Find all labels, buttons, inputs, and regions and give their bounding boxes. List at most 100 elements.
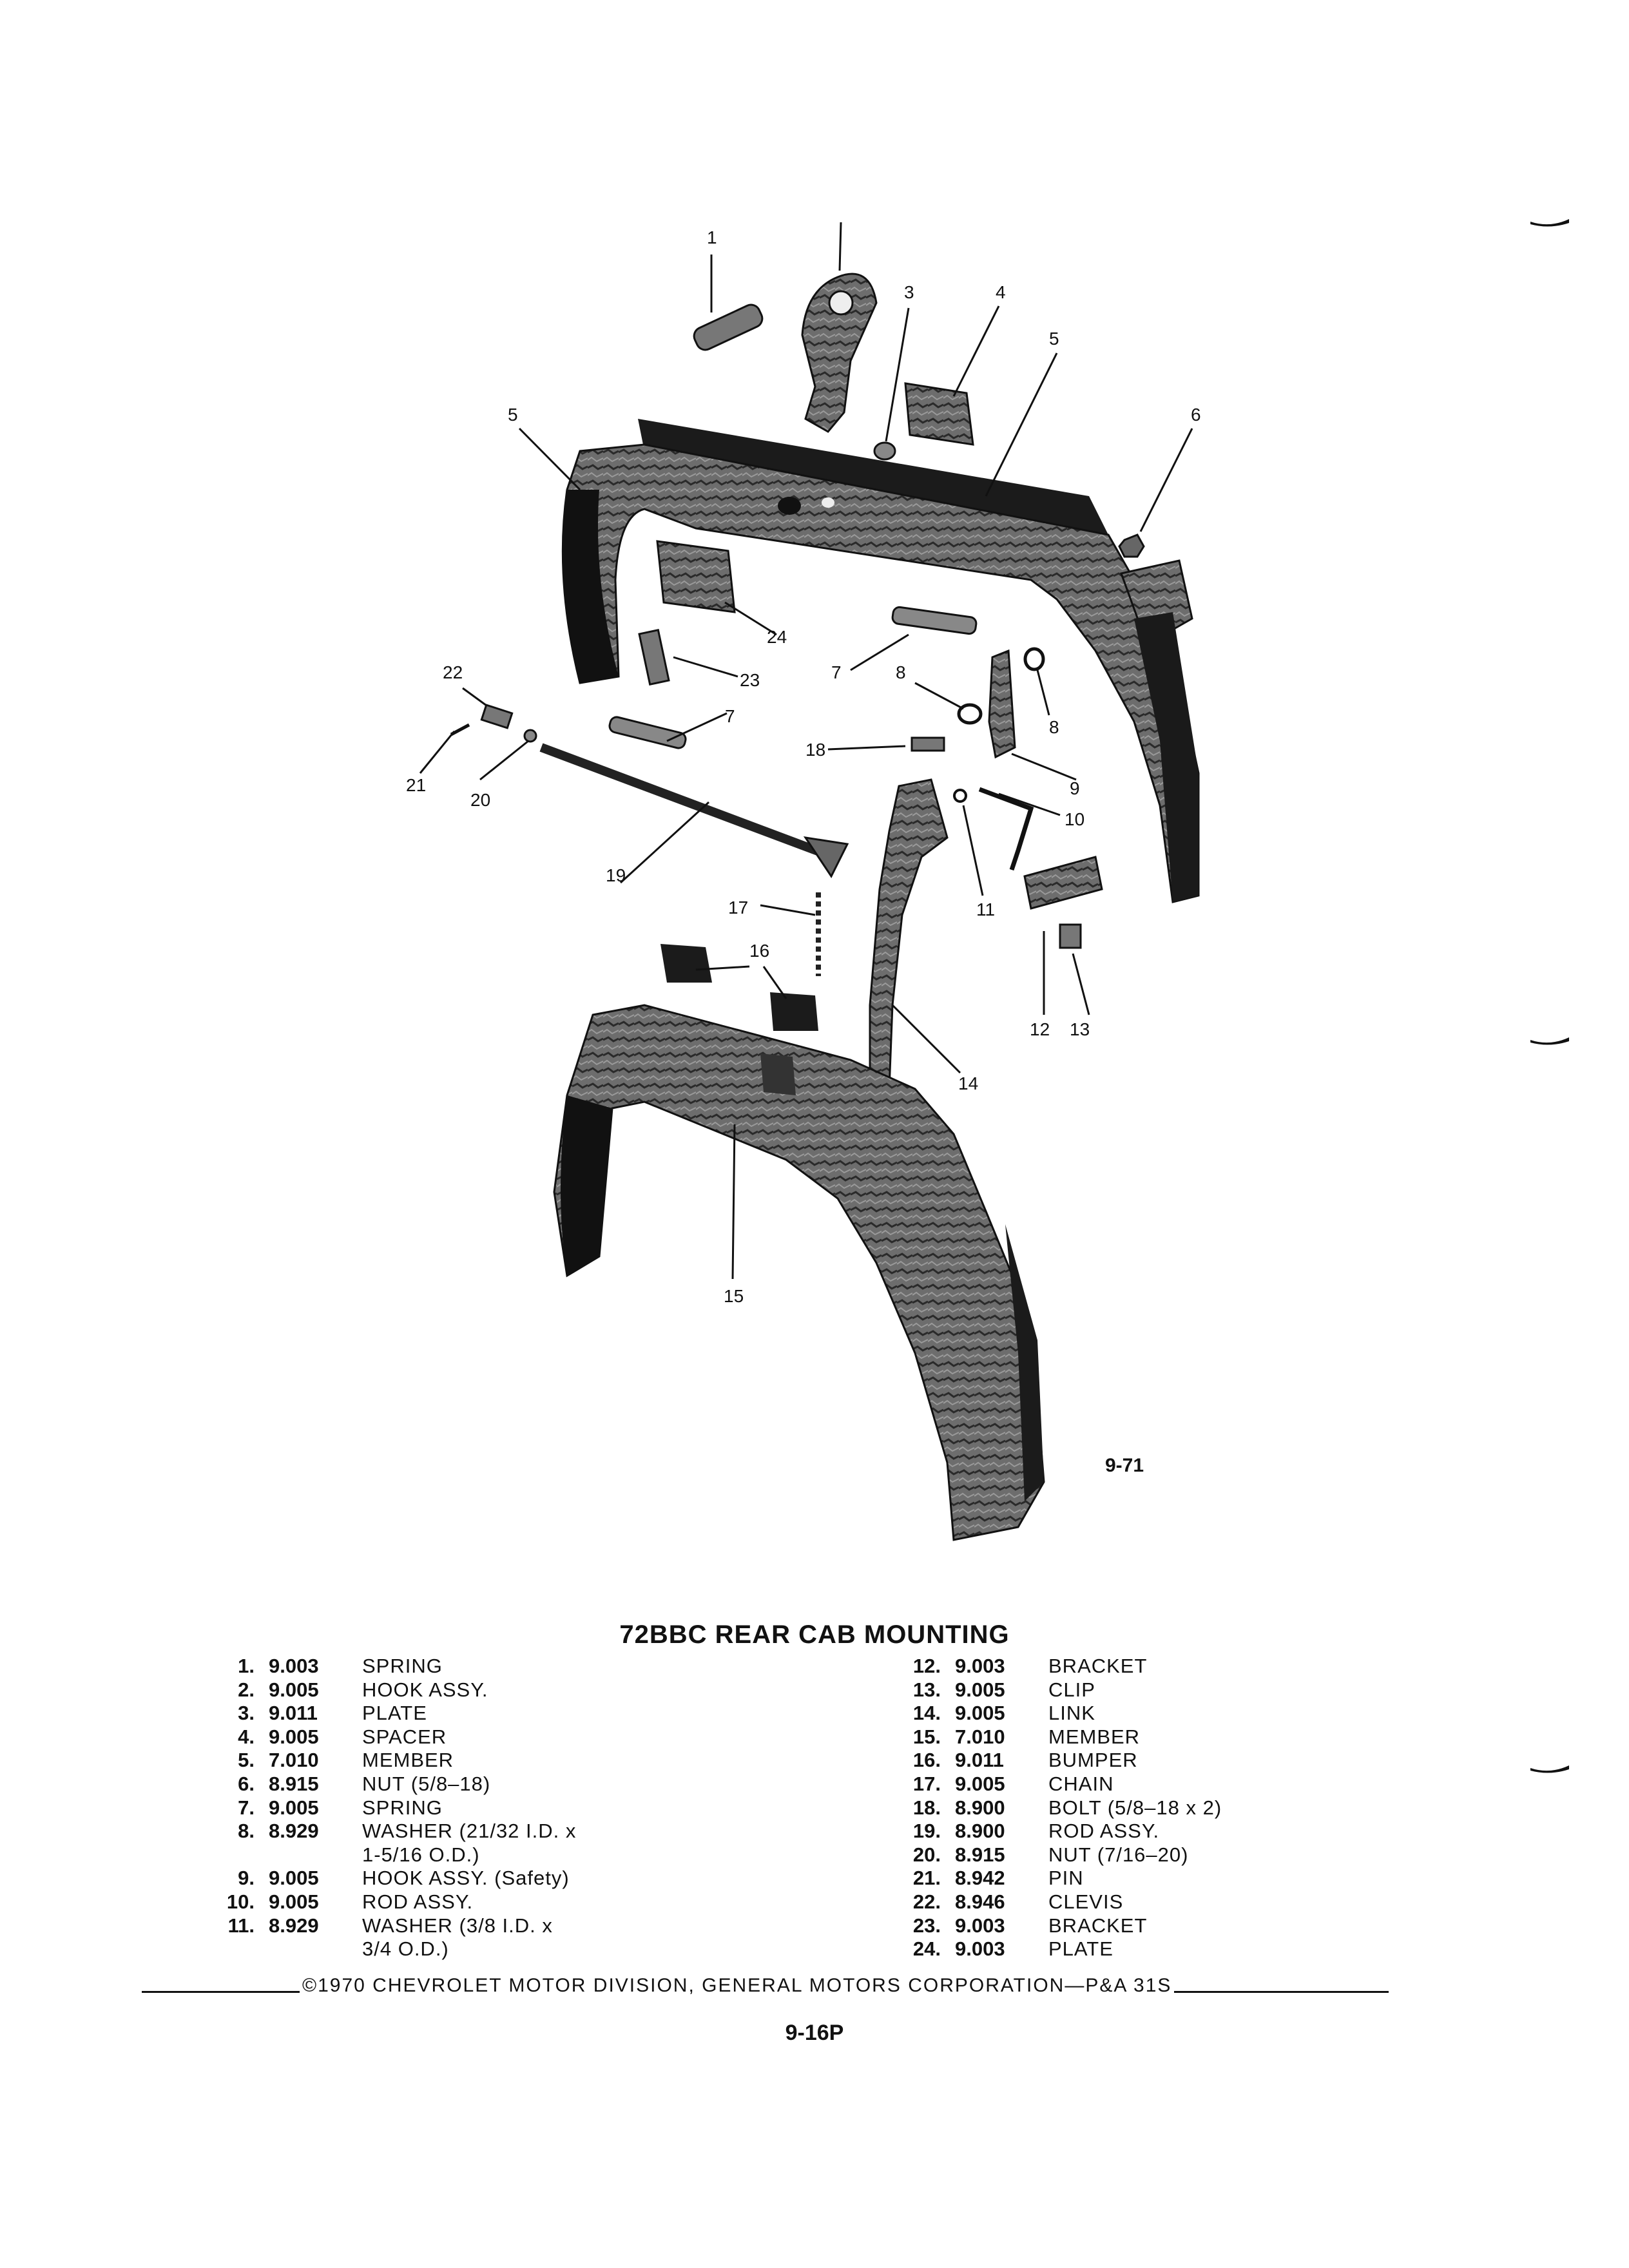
callout-7-lower: 7	[725, 706, 735, 726]
callout-13: 13	[1070, 1019, 1090, 1039]
part-name: PLATE	[1048, 1937, 1113, 1961]
nut-20	[523, 729, 537, 743]
part-number: 3.	[238, 1702, 255, 1725]
group-number: 7.010	[955, 1725, 1005, 1748]
part-name: SPRING	[362, 1655, 443, 1677]
part-row: 12. 9.003 BRACKET	[883, 1655, 1222, 1678]
callout-3: 3	[904, 282, 914, 302]
callout-10: 10	[1065, 809, 1085, 829]
part-name: LINK	[1048, 1702, 1095, 1725]
part-row: 3. 9.011 PLATE	[197, 1702, 576, 1725]
callout-5-left: 5	[508, 405, 518, 425]
callout-19: 19	[606, 865, 626, 885]
bracket-23	[638, 628, 670, 686]
group-number: 9.011	[269, 1702, 318, 1725]
part-number: 20.	[912, 1843, 941, 1866]
part-number: 18.	[912, 1796, 941, 1819]
group-number: 8.942	[955, 1867, 1005, 1890]
callout-15: 15	[724, 1286, 744, 1306]
part-number: 14.	[912, 1702, 941, 1725]
part-number: 2.	[238, 1678, 255, 1701]
part-row: 5. 7.010 MEMBER	[197, 1749, 576, 1773]
part-number: 19.	[912, 1820, 941, 1843]
spring-7a	[891, 606, 978, 635]
part-name: SPRING	[362, 1796, 443, 1819]
part-name: BUMPER	[1048, 1749, 1138, 1772]
hook-assy	[801, 273, 878, 433]
plate-4	[904, 382, 974, 446]
section-title: 72BBC REAR CAB MOUNTING	[619, 1620, 1010, 1649]
part-number: 12.	[912, 1655, 941, 1677]
callout-16: 16	[749, 941, 770, 961]
part-name: SPACER	[362, 1725, 447, 1748]
part-number: 1.	[238, 1655, 255, 1677]
part-name: WASHER (3/8 I.D. x	[362, 1914, 553, 1937]
part-name-continued: 1-5/16 O.D.)	[362, 1843, 480, 1866]
part-name: NUT (5/8–18)	[362, 1772, 491, 1795]
part-number: 5.	[238, 1749, 255, 1772]
part-name: BOLT (5/8–18 x 2)	[1048, 1796, 1222, 1819]
spring-7b	[608, 716, 687, 749]
group-number: 9.003	[955, 1937, 1005, 1961]
margin-tick-top	[1530, 219, 1569, 227]
part-name: CLIP	[1048, 1678, 1095, 1701]
part-number: 13.	[912, 1678, 941, 1701]
group-number: 7.010	[269, 1749, 319, 1772]
bracket-12	[1023, 856, 1103, 910]
part-name: MEMBER	[362, 1749, 454, 1772]
group-number: 9.005	[955, 1678, 1005, 1701]
part-number: 4.	[238, 1725, 255, 1748]
callout-1: 1	[707, 227, 717, 247]
group-number: 8.929	[269, 1914, 319, 1937]
callout-21: 21	[406, 775, 427, 795]
leader-lines	[419, 222, 1193, 1280]
lower-member	[553, 1004, 1045, 1541]
spring-1	[693, 303, 764, 351]
group-number: 9.005	[955, 1702, 1005, 1725]
part-name: NUT (7/16–20)	[1048, 1843, 1189, 1866]
callout-8-right: 8	[1049, 717, 1059, 737]
spacer	[873, 441, 896, 461]
part-name: HOOK ASSY. (Safety)	[362, 1867, 570, 1890]
callout-12: 12	[1030, 1019, 1050, 1039]
group-number: 9.003	[955, 1655, 1005, 1677]
callout-18: 18	[805, 740, 826, 760]
group-number: 8.915	[269, 1772, 319, 1795]
part-name: BRACKET	[1048, 1655, 1148, 1677]
part-name: ROD ASSY.	[1048, 1820, 1160, 1843]
part-number: 16.	[912, 1749, 941, 1772]
rod-assy-10	[978, 787, 1034, 871]
part-number: 23.	[912, 1914, 941, 1937]
callout-17: 17	[728, 898, 749, 918]
group-number: 9.005	[955, 1772, 1005, 1795]
rear-cab-mounting-diagram	[419, 222, 1200, 1541]
part-number: 8.	[238, 1820, 255, 1843]
part-name: BRACKET	[1048, 1914, 1148, 1937]
margin-tick-bottom	[1530, 1765, 1569, 1773]
group-number: 8.915	[955, 1843, 1005, 1866]
page-number: 9-16P	[785, 2021, 844, 2045]
callout-11: 11	[976, 899, 996, 919]
group-number: 9.003	[955, 1914, 1005, 1937]
hook-safety	[988, 649, 1016, 759]
nut-6	[1118, 533, 1145, 558]
clevis	[480, 704, 514, 729]
part-name: PLATE	[362, 1702, 427, 1725]
group-number: 8.946	[955, 1890, 1005, 1913]
part-number: 21.	[912, 1867, 941, 1890]
part-number: 15.	[912, 1725, 941, 1748]
part-name: ROD ASSY.	[362, 1890, 474, 1913]
callout-6: 6	[1191, 405, 1201, 425]
